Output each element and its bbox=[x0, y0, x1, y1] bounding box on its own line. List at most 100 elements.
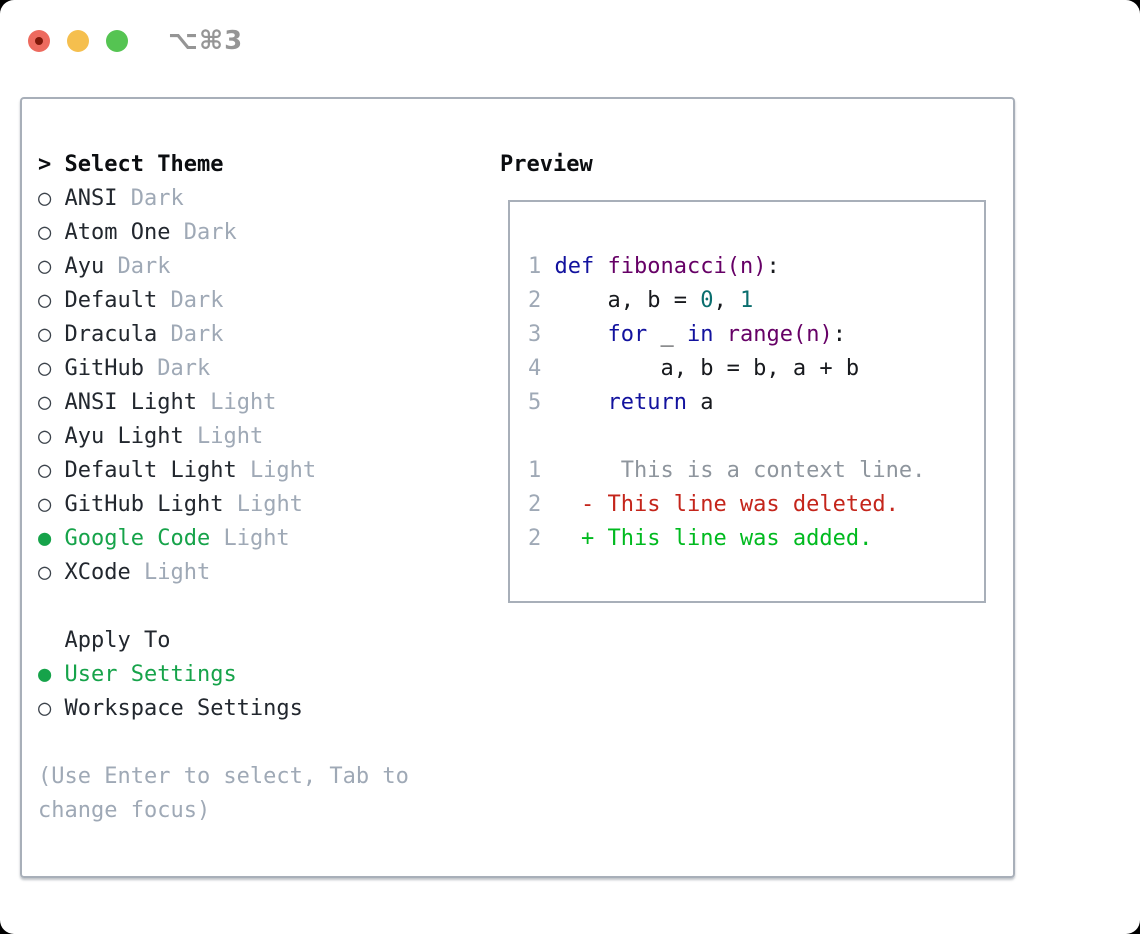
zoom-button[interactable] bbox=[106, 30, 128, 52]
window-titlebar: ⌥⌘3 bbox=[28, 26, 243, 56]
apply-to-header: Apply To bbox=[64, 628, 171, 653]
theme-list: ○ ANSI Dark○ Atom One Dark○ Ayu Dark○ De… bbox=[38, 182, 500, 590]
window-title: ⌥⌘3 bbox=[168, 26, 244, 56]
line-number: 4 bbox=[528, 356, 542, 381]
theme-label: ANSI bbox=[64, 186, 118, 211]
code-segment bbox=[555, 390, 608, 415]
theme-label: ANSI Light bbox=[64, 390, 197, 415]
theme-option[interactable]: ○ XCode Light bbox=[38, 556, 500, 590]
theme-tag: Dark bbox=[117, 254, 171, 279]
radio-icon: ○ bbox=[38, 356, 52, 381]
code-segment bbox=[594, 254, 607, 279]
code-segment: return bbox=[607, 390, 687, 415]
theme-tag: Light bbox=[143, 560, 211, 585]
code-segment: a, b = b, a + b bbox=[554, 356, 860, 381]
theme-option[interactable]: ● Google Code Light bbox=[38, 522, 500, 556]
spacer bbox=[38, 590, 500, 624]
theme-tag: Light bbox=[249, 458, 317, 483]
theme-option[interactable]: ○ ANSI Dark bbox=[38, 182, 500, 216]
theme-option[interactable]: ○ Default Dark bbox=[38, 284, 500, 318]
code-segment: : bbox=[832, 322, 846, 347]
line-number: 5 bbox=[528, 390, 542, 415]
code-segment: a bbox=[686, 390, 714, 415]
code-segment: fibonacci(n) bbox=[607, 254, 767, 279]
radio-icon: ○ bbox=[38, 254, 52, 279]
radio-icon: ○ bbox=[38, 696, 52, 721]
apply-to-label: User Settings bbox=[64, 662, 237, 687]
apply-to-list: ● User Settings○ Workspace Settings bbox=[38, 658, 500, 726]
theme-tag: Light bbox=[236, 492, 303, 517]
code-segment: , bbox=[713, 288, 740, 313]
theme-option[interactable]: ○ GitHub Light Light bbox=[38, 488, 500, 522]
theme-option[interactable]: ○ Dracula Dark bbox=[38, 318, 500, 352]
theme-label: Default bbox=[64, 288, 158, 313]
radio-icon: ○ bbox=[38, 186, 52, 211]
apply-to-label: Workspace Settings bbox=[64, 696, 303, 721]
theme-option[interactable]: ○ ANSI Light Light bbox=[38, 386, 500, 420]
code-line: 2 - This line was deleted. bbox=[528, 488, 984, 522]
radio-icon: ○ bbox=[38, 220, 52, 245]
theme-option[interactable]: ○ Ayu Light Light bbox=[38, 420, 500, 454]
radio-selected-icon: ● bbox=[38, 526, 52, 551]
radio-icon: ○ bbox=[38, 322, 52, 347]
theme-tag: Light bbox=[196, 424, 264, 449]
theme-selector-column: > Select Theme ○ ANSI Dark○ Atom One Dar… bbox=[38, 148, 500, 876]
theme-tag: Dark bbox=[157, 356, 211, 381]
radio-icon: ○ bbox=[38, 390, 52, 415]
line-number: 2 bbox=[528, 526, 542, 551]
code-segment bbox=[555, 322, 608, 347]
theme-tag: Dark bbox=[170, 322, 224, 347]
code-segment: : bbox=[766, 254, 780, 279]
code-line: 2 + This line was added. bbox=[528, 522, 984, 556]
help-text: (Use Enter to select, Tab to change focu… bbox=[38, 764, 409, 823]
close-button[interactable] bbox=[28, 30, 50, 52]
code-segment: + This line was added. bbox=[554, 526, 873, 551]
theme-label: Google Code bbox=[64, 526, 211, 551]
line-number: 1 bbox=[528, 254, 542, 279]
code-segment: 1 bbox=[739, 288, 754, 313]
preview-column: Preview 1 def fibonacci(n): 2 a, b = 0, 1… bbox=[500, 148, 995, 876]
code-segment: def bbox=[554, 254, 595, 279]
theme-label: Ayu Light bbox=[64, 424, 184, 449]
code-line: 2 a, b = 0, 1 bbox=[528, 284, 984, 318]
code-segment: - This line was deleted. bbox=[554, 492, 899, 517]
code-segment: a, b = bbox=[554, 288, 701, 313]
code-segment: 0 bbox=[700, 288, 714, 313]
line-number: 1 bbox=[528, 458, 542, 483]
code-line: 1 This is a context line. bbox=[528, 454, 984, 488]
line-number: 2 bbox=[528, 492, 542, 517]
radio-icon: ○ bbox=[38, 424, 52, 449]
theme-option[interactable]: ○ Ayu Dark bbox=[38, 250, 500, 284]
theme-tag: Light bbox=[210, 390, 277, 415]
apply-to-option[interactable]: ○ Workspace Settings bbox=[38, 692, 500, 726]
theme-label: Default Light bbox=[64, 458, 237, 483]
apply-to-option[interactable]: ● User Settings bbox=[38, 658, 500, 692]
theme-option[interactable]: ○ Default Light Light bbox=[38, 454, 500, 488]
radio-icon: ○ bbox=[38, 492, 52, 517]
theme-label: Ayu bbox=[64, 254, 105, 279]
theme-tag: Dark bbox=[170, 288, 224, 313]
line-number: 3 bbox=[528, 322, 542, 347]
minimize-button[interactable] bbox=[67, 30, 89, 52]
radio-icon: ○ bbox=[38, 560, 52, 585]
line-number: 2 bbox=[528, 288, 542, 313]
theme-selector-title: Select Theme bbox=[64, 152, 224, 177]
theme-option[interactable]: ○ Atom One Dark bbox=[38, 216, 500, 250]
code-segment bbox=[713, 322, 726, 347]
theme-label: GitHub bbox=[64, 356, 144, 381]
code-line bbox=[528, 420, 984, 454]
line-number bbox=[528, 424, 541, 449]
radio-icon: ○ bbox=[38, 288, 52, 313]
code-line: 5 return a bbox=[528, 386, 984, 420]
preview-title: Preview bbox=[500, 152, 593, 177]
theme-label: XCode bbox=[64, 560, 131, 585]
theme-label: Atom One bbox=[64, 220, 171, 245]
theme-tag: Dark bbox=[183, 220, 237, 245]
code-segment: range(n) bbox=[726, 322, 833, 347]
theme-selector-header: > Select Theme bbox=[38, 148, 500, 182]
theme-option[interactable]: ○ GitHub Dark bbox=[38, 352, 500, 386]
radio-icon: ○ bbox=[38, 458, 52, 483]
